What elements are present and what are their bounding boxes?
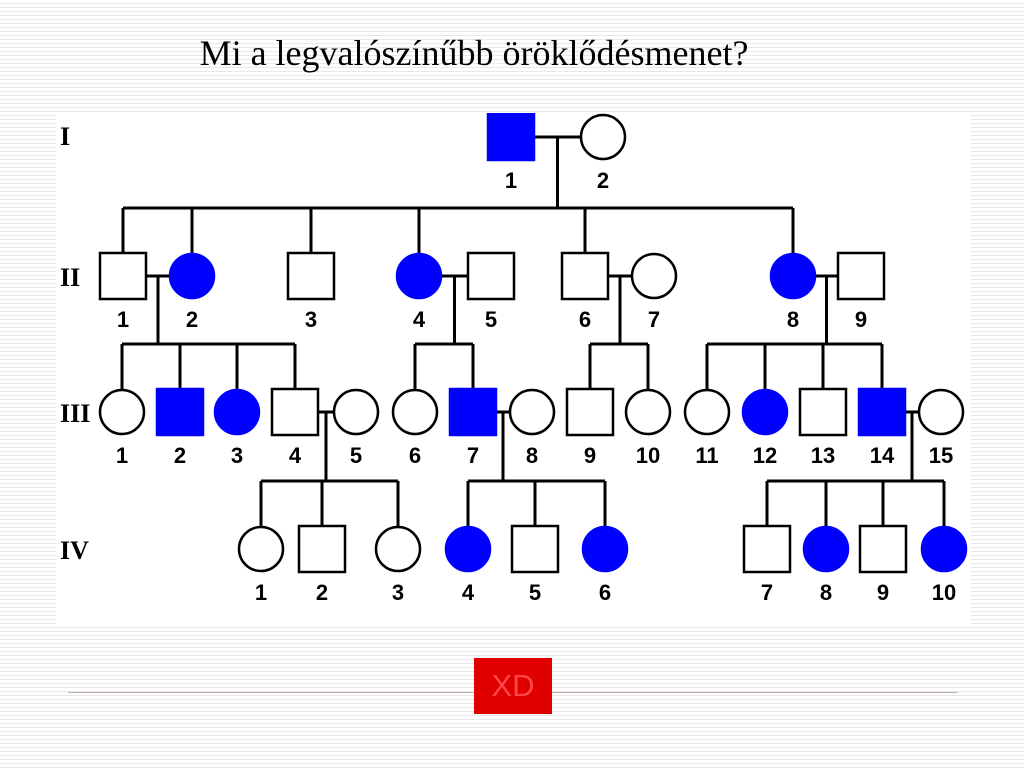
individual-number: 15 <box>929 443 953 468</box>
xd-button[interactable]: XD <box>474 658 552 714</box>
unaffected-male-square <box>270 387 320 437</box>
individual-number: 1 <box>117 307 129 332</box>
individual-number: 7 <box>467 443 479 468</box>
affected-female-circle <box>581 525 629 573</box>
individual-number: 11 <box>695 443 718 468</box>
individual-number: 6 <box>579 307 591 332</box>
individual-number: 10 <box>932 580 956 605</box>
individual-number: 2 <box>597 168 609 193</box>
unaffected-female-circle <box>508 388 556 436</box>
affected-female-circle <box>213 388 261 436</box>
individual-number: 8 <box>787 307 799 332</box>
individual-number: 9 <box>855 307 867 332</box>
affected-female-circle <box>920 525 968 573</box>
individual-number: 5 <box>485 307 497 332</box>
individual-number: 10 <box>636 443 660 468</box>
unaffected-female-circle <box>374 525 422 573</box>
unaffected-male-square <box>742 524 792 574</box>
unaffected-female-circle <box>630 252 678 300</box>
generation-label: I <box>60 122 70 151</box>
individual-number: 1 <box>255 580 267 605</box>
individual-number: 1 <box>116 443 128 468</box>
individual-number: 4 <box>289 443 302 468</box>
individual-number: 5 <box>350 443 362 468</box>
unaffected-male-square <box>565 387 615 437</box>
affected-male-square <box>857 387 907 437</box>
individual-number: 8 <box>820 580 832 605</box>
individual-number: 7 <box>761 580 773 605</box>
unaffected-male-square <box>297 524 347 574</box>
generation-label: II <box>60 263 80 292</box>
individual-number: 8 <box>526 443 538 468</box>
unaffected-female-circle <box>683 388 731 436</box>
unaffected-male-square <box>510 524 560 574</box>
affected-female-circle <box>444 525 492 573</box>
affected-male-square <box>448 387 498 437</box>
unaffected-male-square <box>466 251 516 301</box>
affected-male-square <box>155 387 205 437</box>
generation-label: III <box>60 399 90 428</box>
individual-number: 14 <box>870 443 895 468</box>
unaffected-male-square <box>858 524 908 574</box>
individual-number: 6 <box>409 443 421 468</box>
individual-number: 1 <box>505 168 517 193</box>
individual-number: 2 <box>186 307 198 332</box>
individual-number: 2 <box>174 443 186 468</box>
affected-female-circle <box>802 525 850 573</box>
individual-number: 4 <box>462 580 475 605</box>
slide-title: Mi a legvalószínűbb öröklődésmenet? <box>199 33 749 73</box>
individual-number: 6 <box>599 580 611 605</box>
unaffected-female-circle <box>237 525 285 573</box>
individual-number: 2 <box>316 580 328 605</box>
individual-number: 7 <box>648 307 660 332</box>
unaffected-male-square <box>560 251 610 301</box>
individual-number: 13 <box>811 443 835 468</box>
unaffected-male-square <box>798 387 848 437</box>
individual-number: 3 <box>231 443 243 468</box>
individual-number: 5 <box>529 580 541 605</box>
unaffected-female-circle <box>391 388 439 436</box>
individual-number: 9 <box>877 580 889 605</box>
individual-number: 9 <box>584 443 596 468</box>
affected-male-square <box>486 113 536 162</box>
unaffected-female-circle <box>624 388 672 436</box>
individual-number: 12 <box>753 443 777 468</box>
unaffected-female-circle <box>98 388 146 436</box>
unaffected-male-square <box>286 251 336 301</box>
unaffected-female-circle <box>579 113 627 161</box>
affected-female-circle <box>741 388 789 436</box>
generation-label: IV <box>60 536 89 565</box>
affected-female-circle <box>769 252 817 300</box>
unaffected-female-circle <box>917 388 965 436</box>
individual-number: 3 <box>392 580 404 605</box>
unaffected-male-square <box>836 251 886 301</box>
affected-female-circle <box>395 252 443 300</box>
individual-number: 4 <box>413 307 426 332</box>
unaffected-male-square <box>98 251 148 301</box>
individual-number: 3 <box>305 307 317 332</box>
unaffected-female-circle <box>332 388 380 436</box>
affected-female-circle <box>168 252 216 300</box>
